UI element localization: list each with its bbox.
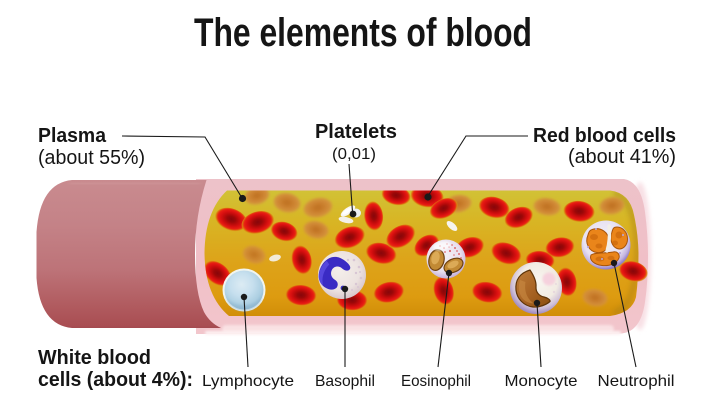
svg-text:Platelets: Platelets — [315, 121, 397, 143]
svg-text:Plasma: Plasma — [38, 125, 107, 147]
svg-text:(0,01): (0,01) — [332, 146, 376, 163]
svg-text:Basophil: Basophil — [315, 373, 375, 390]
svg-text:Monocyte: Monocyte — [505, 373, 578, 390]
svg-text:(about 41%): (about 41%) — [568, 146, 676, 168]
svg-text:Eosinophil: Eosinophil — [401, 373, 471, 390]
svg-text:Lymphocyte: Lymphocyte — [202, 373, 294, 390]
svg-text:The elements of blood: The elements of blood — [194, 11, 532, 55]
svg-text:White blood: White blood — [38, 347, 151, 369]
svg-text:cells (about 4%):: cells (about 4%): — [38, 369, 193, 391]
svg-text:(about 55%): (about 55%) — [38, 147, 145, 169]
svg-text:Neutrophil: Neutrophil — [598, 373, 675, 390]
svg-text:Red blood cells: Red blood cells — [533, 125, 676, 147]
